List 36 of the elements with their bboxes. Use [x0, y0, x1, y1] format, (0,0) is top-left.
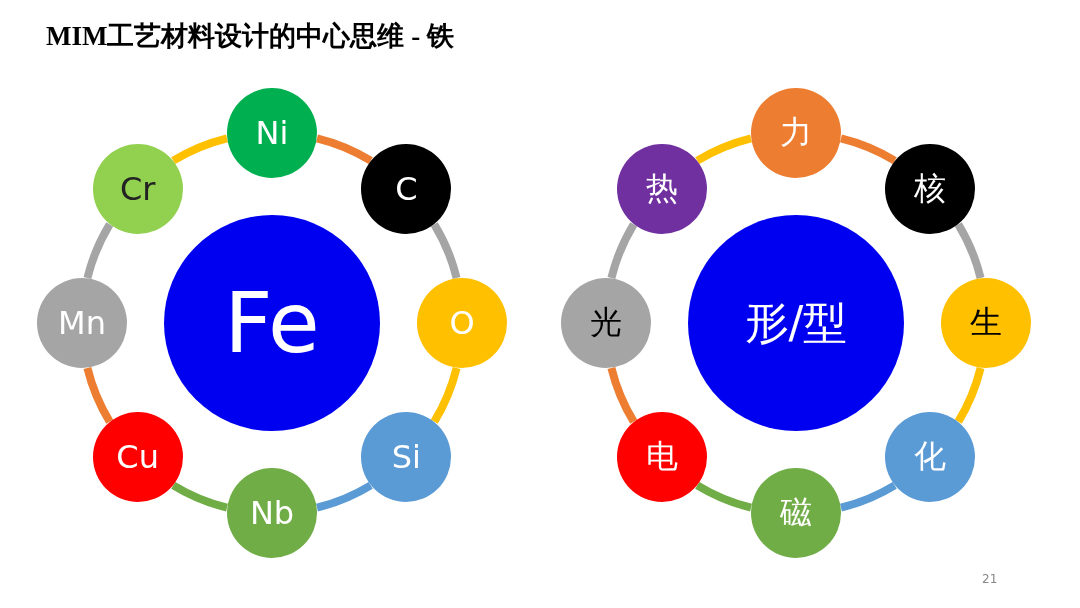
ring-arc [315, 134, 373, 165]
property-circle: 核 [885, 143, 976, 234]
ring-arc [607, 366, 638, 424]
ring-arc [171, 134, 229, 165]
center-circle: 形/型 [688, 215, 904, 431]
ring-arc [839, 134, 897, 165]
ring-arc [171, 481, 229, 512]
property-circle: 力 [751, 88, 841, 178]
ring-arc [695, 134, 753, 165]
ring-arc [839, 481, 897, 512]
element-circle: Cr [92, 143, 183, 234]
property-circle: 生 [941, 278, 1031, 368]
ring-arc [607, 222, 638, 280]
property-circle: 热 [616, 143, 707, 234]
page-number: 21 [982, 572, 998, 586]
element-circle: Ni [227, 88, 317, 178]
ring-arc [954, 366, 985, 424]
ring-arc [315, 481, 373, 512]
property-circle: 化 [885, 412, 976, 503]
ring-arc [83, 366, 114, 424]
ring-arc [83, 222, 114, 280]
property-circle: 光 [561, 278, 651, 368]
property-circle: 电 [616, 412, 707, 503]
element-circle: Nb [227, 468, 317, 558]
ring-arc [430, 222, 461, 280]
property-circle: 磁 [751, 468, 841, 558]
element-circle: Si [361, 412, 452, 503]
slide-title: MIM工艺材料设计的中心思维 - 铁 [46, 20, 454, 53]
ring-arc [430, 366, 461, 424]
ring-arc [695, 481, 753, 512]
element-circle: O [417, 278, 507, 368]
ring-arc [954, 222, 985, 280]
element-circle: C [361, 143, 452, 234]
element-circle: Mn [37, 278, 127, 368]
element-circle: Cu [92, 412, 183, 503]
center-circle: Fe [164, 215, 380, 431]
